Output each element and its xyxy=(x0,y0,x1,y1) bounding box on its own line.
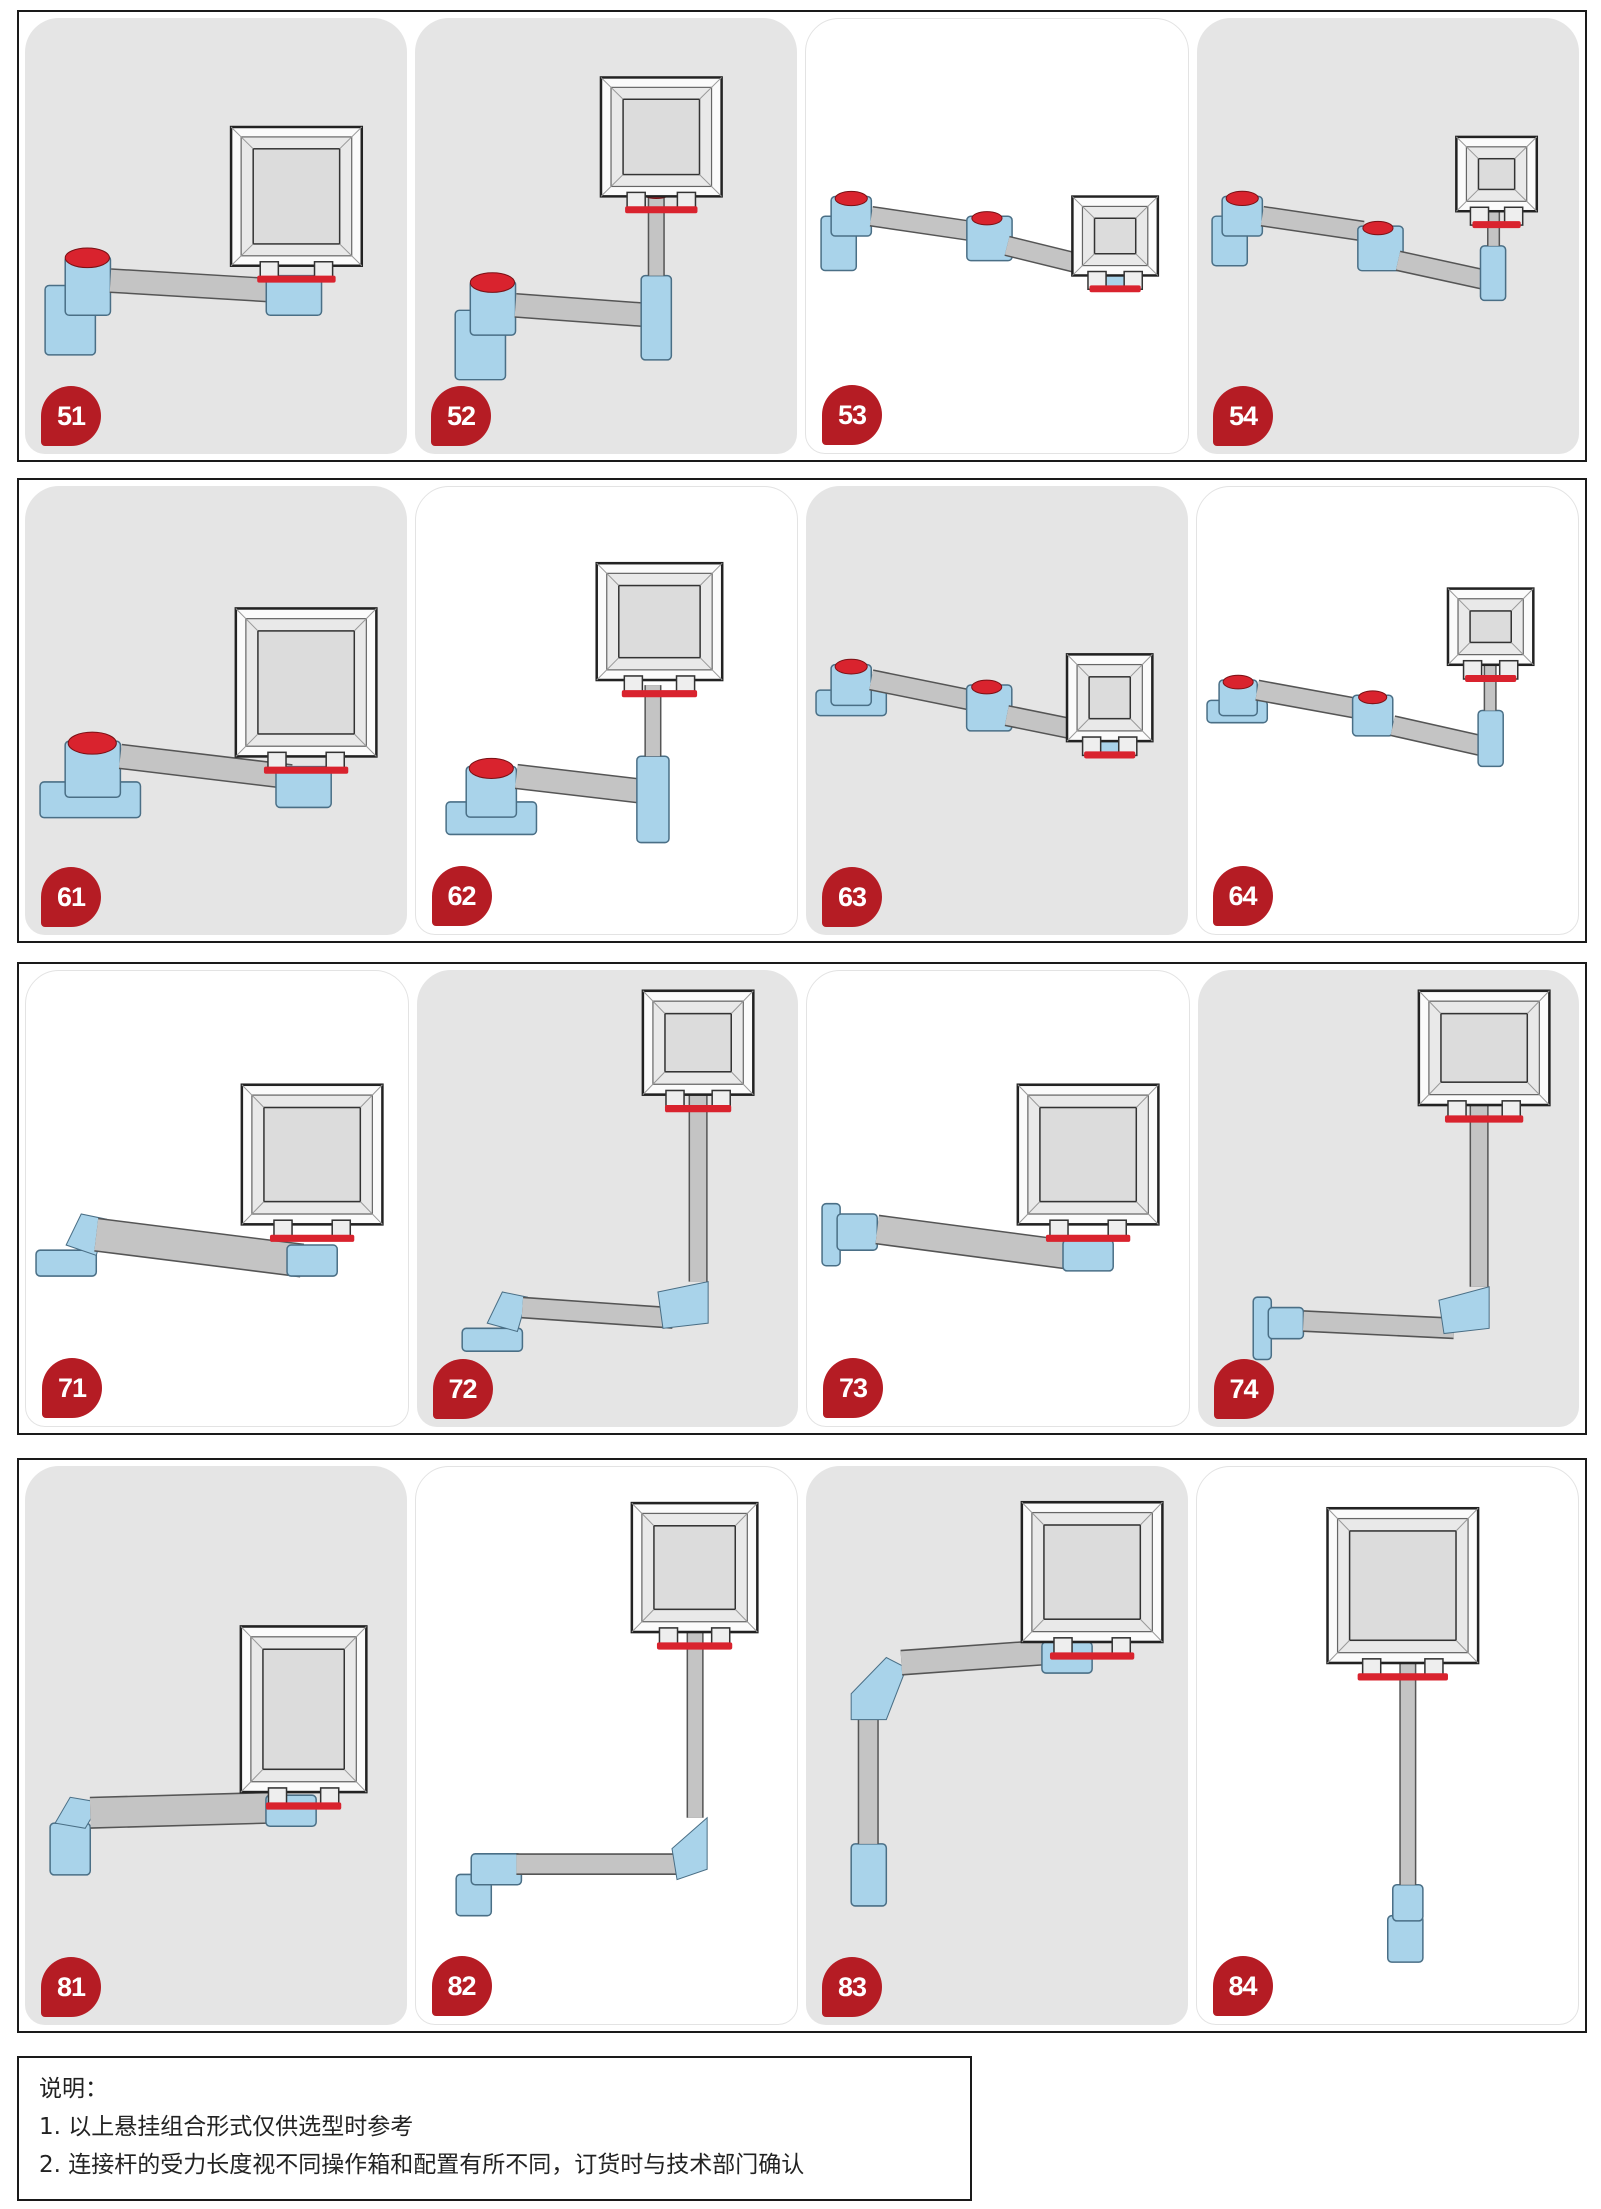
group-7x: 71 72 73 xyxy=(17,962,1587,1435)
config-number-badge: 71 xyxy=(42,1358,102,1418)
arm-illustration xyxy=(460,989,755,1352)
arm-illustration xyxy=(815,653,1154,759)
notes-line-1: 1. 以上悬挂组合形式仅供选型时参考 xyxy=(39,2114,414,2140)
notes-box: 说明： 1. 以上悬挂组合形式仅供选型时参考 2. 连接杆的受力长度视不同操作箱… xyxy=(17,2056,972,2201)
arm-illustration xyxy=(820,190,1160,293)
arm-illustration xyxy=(1211,135,1539,302)
arm-illustration xyxy=(454,76,723,381)
config-cell[interactable]: 74 xyxy=(1197,970,1579,1427)
config-cell[interactable]: 81 xyxy=(25,1466,407,2025)
arm-illustration xyxy=(1325,1506,1479,1963)
config-cell[interactable]: 82 xyxy=(414,1466,798,2025)
config-cell[interactable]: 83 xyxy=(806,1466,1188,2025)
config-number-badge: 62 xyxy=(431,866,492,926)
arm-illustration xyxy=(39,607,378,819)
config-number-badge: 72 xyxy=(432,1359,493,1419)
config-cell[interactable]: 54 xyxy=(1197,18,1579,454)
config-cell[interactable]: 64 xyxy=(1195,486,1579,935)
arm-illustration xyxy=(1251,989,1551,1361)
config-number-badge: 53 xyxy=(822,385,882,445)
group-8x: 81 82 83 xyxy=(17,1458,1587,2033)
config-number-badge: 84 xyxy=(1212,1956,1273,2016)
config-number-badge: 54 xyxy=(1213,386,1273,446)
config-cell[interactable]: 61 xyxy=(25,486,407,935)
arm-illustration xyxy=(850,1500,1164,1907)
config-number-badge: 61 xyxy=(41,867,101,927)
arm-illustration xyxy=(444,561,723,844)
config-cell[interactable]: 84 xyxy=(1195,1466,1579,2025)
config-cell[interactable]: 53 xyxy=(805,18,1189,454)
config-number-badge: 73 xyxy=(823,1358,883,1418)
config-cell[interactable]: 73 xyxy=(806,970,1190,1427)
arm-illustration xyxy=(49,1625,368,1876)
group-5x: 51 52 53 xyxy=(17,10,1587,462)
config-cell[interactable]: 72 xyxy=(416,970,798,1427)
notes-title: 说明： xyxy=(39,2076,108,2102)
group-6x: 61 62 63 xyxy=(17,478,1587,943)
config-number-badge: 74 xyxy=(1213,1359,1274,1419)
arm-illustration xyxy=(44,125,364,356)
config-number-badge: 82 xyxy=(431,1956,492,2016)
config-cell[interactable]: 62 xyxy=(414,486,798,935)
arm-illustration xyxy=(1205,587,1535,768)
config-number-badge: 83 xyxy=(822,1957,882,2017)
notes-line-2: 2. 连接杆的受力长度视不同操作箱和配置有所不同，订货时与技术部门确认 xyxy=(39,2152,805,2178)
config-cell[interactable]: 51 xyxy=(25,18,407,454)
config-cell[interactable]: 52 xyxy=(415,18,797,454)
config-cell[interactable]: 71 xyxy=(25,970,409,1427)
config-number-badge: 52 xyxy=(431,386,491,446)
config-cell[interactable]: 63 xyxy=(806,486,1188,935)
config-number-badge: 64 xyxy=(1212,866,1273,926)
arm-illustration xyxy=(821,1083,1160,1272)
config-number-badge: 63 xyxy=(822,867,882,927)
arm-illustration xyxy=(35,1083,384,1278)
arm-illustration xyxy=(454,1501,759,1917)
config-number-badge: 51 xyxy=(41,386,101,446)
config-number-badge: 81 xyxy=(41,1957,101,2017)
